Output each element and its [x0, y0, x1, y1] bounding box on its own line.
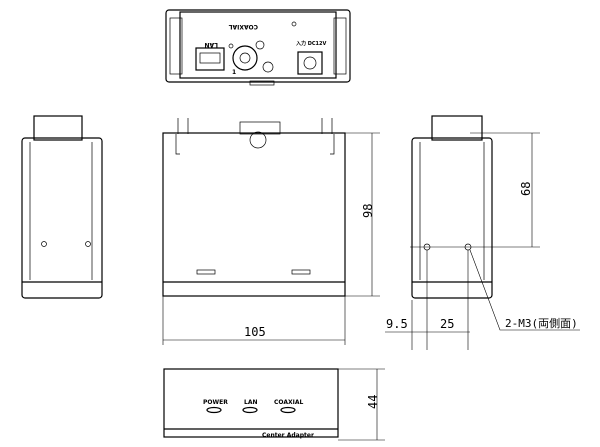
- lan-led: [242, 406, 258, 414]
- front-view: 44 POWER LAN COAXIAL Center Adapter: [163, 368, 385, 441]
- width-dim: 105: [244, 325, 266, 339]
- rear-view: LAN COAXIAL 入力 DC12V 1: [165, 9, 351, 86]
- lan-label: LAN: [205, 41, 219, 48]
- hole-spacing-dim: 25: [440, 317, 454, 331]
- dc-power-jack: [297, 51, 323, 75]
- hole-height-dim: 68: [519, 182, 533, 196]
- main-dimensions: 98 105: [162, 132, 380, 345]
- lan-port: [195, 47, 225, 71]
- power-led: [206, 406, 222, 414]
- product-label: Center Adapter: [262, 432, 314, 439]
- coaxial-connector: [232, 45, 258, 71]
- lan-led-label: LAN: [244, 399, 258, 406]
- main-view: [162, 118, 346, 297]
- power-led-label: POWER: [203, 399, 228, 406]
- power-label: 入力 DC12V: [296, 40, 327, 47]
- screw-callout: 2-M3(両側面): [505, 317, 578, 330]
- port-number: 1: [232, 69, 236, 76]
- coaxial-led: [280, 406, 296, 414]
- depth-dim: 44: [366, 395, 380, 409]
- right-side-view: 68 9.5 25 2-M3(両側面): [385, 115, 580, 350]
- coaxial-label: COAXIAL: [229, 23, 258, 30]
- hole-offset-dim: 9.5: [386, 317, 408, 331]
- left-side-view: [21, 115, 103, 299]
- coaxial-led-label: COAXIAL: [274, 399, 303, 406]
- height-dim: 98: [361, 204, 375, 218]
